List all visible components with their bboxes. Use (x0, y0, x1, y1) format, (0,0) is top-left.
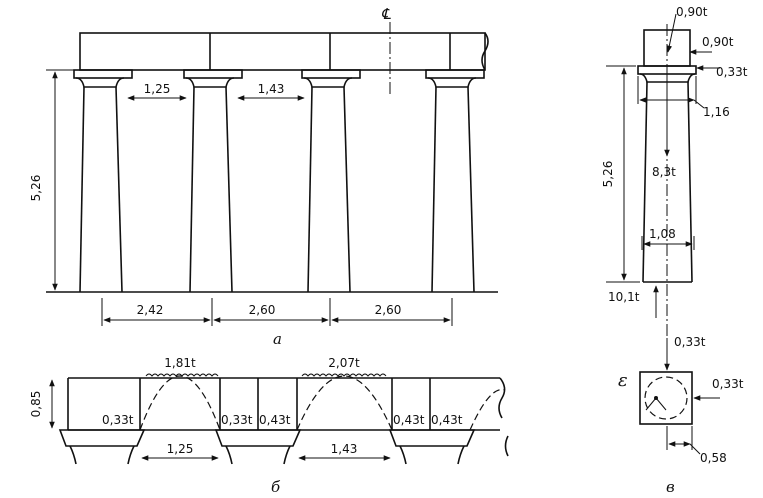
arch-2 (296, 375, 393, 431)
axial-load: 8,3t (652, 165, 676, 179)
clear-span-2: 1,43 (258, 82, 285, 96)
figure-b-beam-arches: 1,81t 2,07t 0,85 0,33t 0,33t 0,43t 0,43t… (29, 356, 509, 496)
top-horizontal-load: 0,90t (702, 35, 734, 49)
clear-span-1: 1,25 (144, 82, 171, 96)
caption-v: в (666, 478, 675, 496)
height-b-label: 0,85 (29, 391, 43, 418)
capital-b-1 (58, 429, 146, 465)
height-label: 5,26 (29, 175, 43, 202)
spacing-1: 2,42 (137, 303, 164, 317)
distributed-load-1 (145, 373, 219, 377)
figure-v-single-column: 0,90t 0,90t 0,33t 1,16 8,3t 1,08 5,26 10… (601, 5, 748, 496)
cap-horizontal-load: 0,33t (716, 65, 748, 79)
capital-b-3 (388, 429, 476, 465)
height-v-label: 5,26 (601, 161, 615, 188)
beam (79, 32, 486, 71)
span-b-1: 1,25 (167, 442, 194, 456)
side-load-1: 0,33t (102, 413, 134, 427)
column-1 (73, 69, 133, 293)
capital-b-2 (214, 429, 302, 465)
distributed-load-2 (301, 373, 387, 377)
break-line-b (498, 377, 506, 419)
cap-width: 1,16 (703, 105, 730, 119)
plan-circle (644, 376, 688, 420)
arch-1 (139, 375, 221, 431)
column-2 (183, 69, 243, 293)
plan-load-right: 0,33t (712, 377, 744, 391)
plan-offset: 0,58 (700, 451, 727, 465)
side-load-5: 0,43t (431, 413, 463, 427)
centerline-symbol: ℄ (381, 5, 391, 23)
top-vertical-load: 0,90t (676, 5, 708, 19)
eccentricity-symbol: ε (618, 370, 628, 391)
figure-a-colonnade: ℄ 5,26 1,25 1,43 2,42 2,60 2,60 а (29, 5, 498, 348)
reaction-load: 10,1t (608, 290, 640, 304)
plan-load-top: 0,33t (674, 335, 706, 349)
arch-load-1: 1,81t (164, 356, 196, 370)
side-load-3: 0,43t (259, 413, 291, 427)
base-width: 1,08 (649, 227, 676, 241)
arch-load-2: 2,07t (328, 356, 360, 370)
spacing-3: 2,60 (375, 303, 402, 317)
column-4 (425, 69, 485, 293)
span-b-2: 1,43 (331, 442, 358, 456)
caption-b: б (271, 478, 281, 496)
caption-a: а (273, 330, 282, 348)
break-line (481, 32, 489, 71)
side-load-2: 0,33t (221, 413, 253, 427)
spacing-2: 2,60 (249, 303, 276, 317)
plan-square (639, 371, 693, 425)
column-3 (301, 69, 361, 293)
side-load-4: 0,43t (393, 413, 425, 427)
